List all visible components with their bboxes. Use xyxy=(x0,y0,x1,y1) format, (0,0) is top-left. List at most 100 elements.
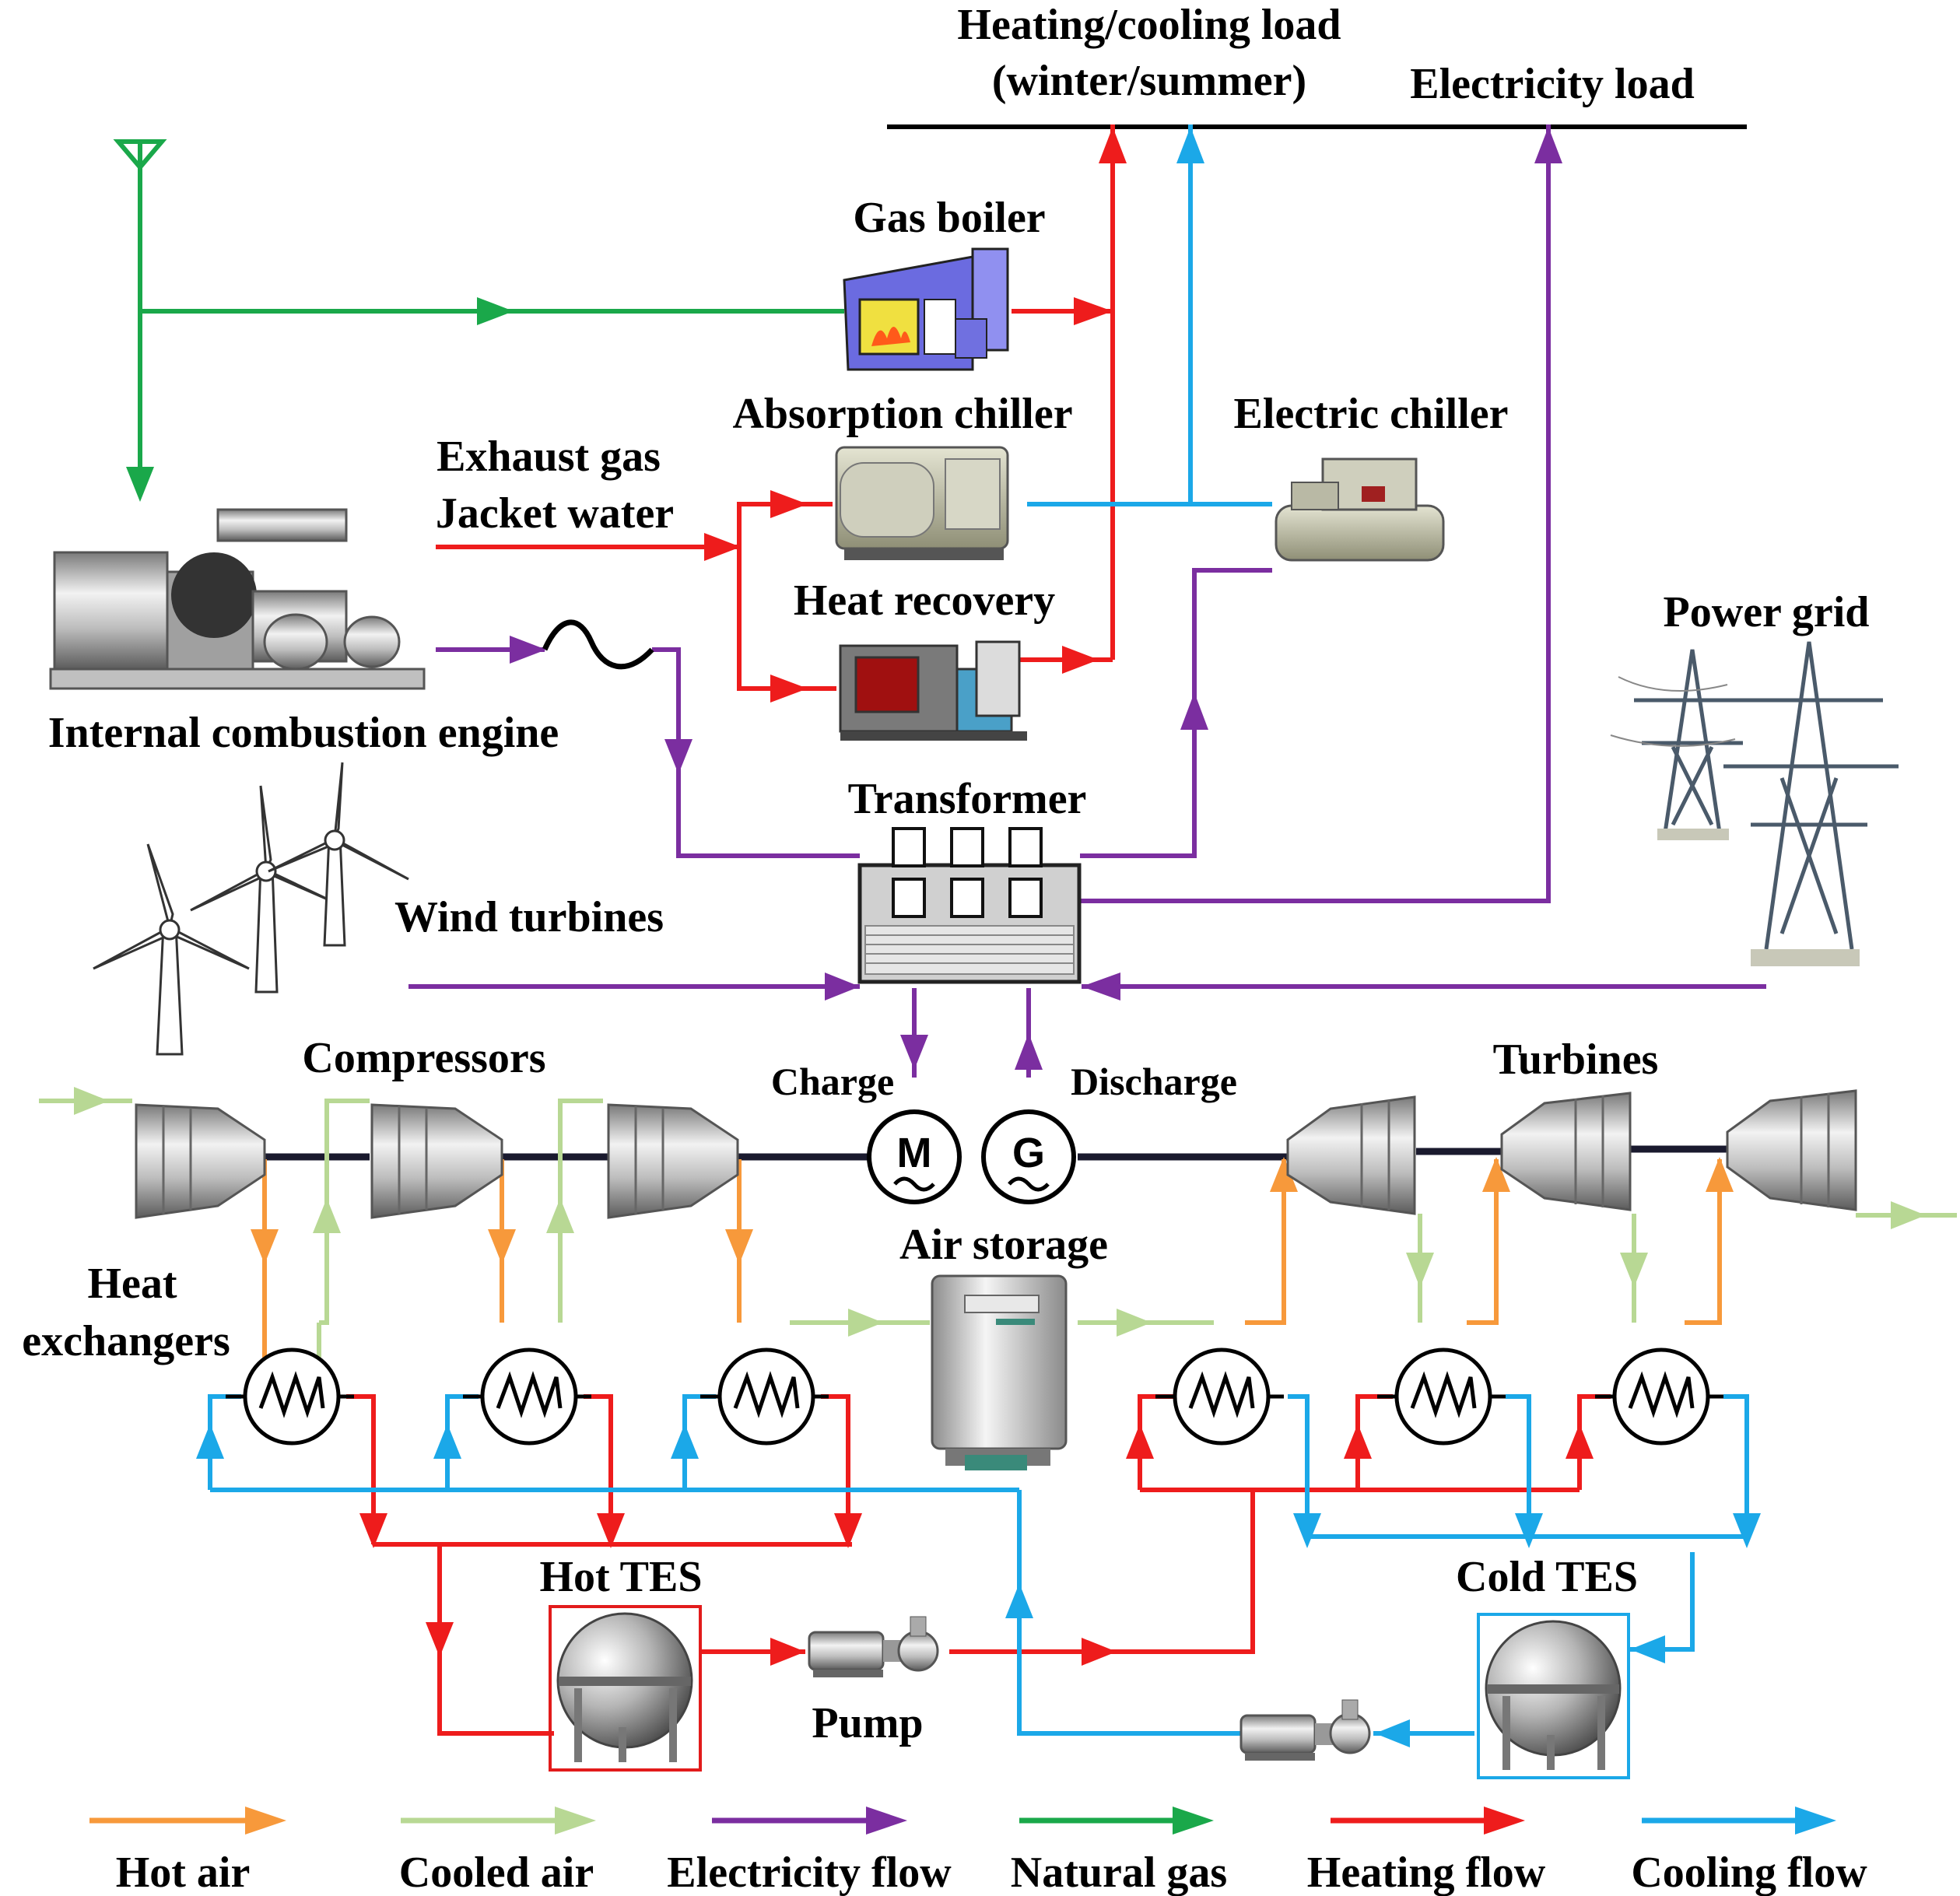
turbine-icon xyxy=(1286,1095,1416,1215)
transformer-icon xyxy=(857,827,1082,984)
heating-cooling-load-label: Heating/cooling load xyxy=(957,1,1341,49)
cooling-flow-arrow xyxy=(1293,1513,1321,1548)
electric-chiller-icon xyxy=(1275,457,1445,562)
motor-icon xyxy=(867,1109,962,1204)
compressors-label: Compressors xyxy=(302,1034,545,1082)
discharge-label: Discharge xyxy=(1071,1060,1237,1103)
heating-flow-arrow xyxy=(1344,1424,1372,1459)
cooling-flow-arrow xyxy=(1375,1719,1410,1747)
electricity-arrow xyxy=(825,973,860,1001)
heating-arrow xyxy=(1074,297,1113,325)
internal-combustion-engine-icon xyxy=(49,508,426,690)
generator-symbol: G xyxy=(1012,1130,1045,1176)
electricity-load-label: Electricity load xyxy=(1410,60,1694,108)
heat-exchangers xyxy=(226,1323,1723,1446)
electricity-arrow xyxy=(900,1035,928,1070)
hot-tes-tank-icon xyxy=(556,1612,693,1762)
electricity-arrow xyxy=(510,636,546,664)
generator-waveform-icon xyxy=(542,619,654,670)
electricity-arrow xyxy=(664,739,692,774)
heating-flow-arrow xyxy=(1082,1638,1117,1666)
heating-flow-arrow xyxy=(1566,1424,1594,1459)
legend-label-natural-gas: Natural gas xyxy=(1011,1849,1227,1896)
heating-arrow xyxy=(770,675,808,703)
heat-exchanger-icon xyxy=(1155,1348,1284,1446)
legend-label-hot-air: Hot air xyxy=(116,1849,251,1896)
cooling-flow-arrow xyxy=(1630,1635,1665,1663)
hot-air-arrow xyxy=(725,1229,753,1264)
generator-icon xyxy=(981,1109,1076,1204)
cooled-air-arrow xyxy=(1620,1253,1648,1288)
heating-flow-lines xyxy=(346,1394,1611,1736)
shaft-lines xyxy=(265,1145,1727,1161)
cooled-air-arrow xyxy=(546,1198,574,1233)
internal-combustion-engine-label: Internal combustion engine xyxy=(48,709,559,757)
natural-gas-arrow xyxy=(477,297,514,325)
power-grid-label: Power grid xyxy=(1664,588,1870,636)
cooled-air-arrow xyxy=(1891,1201,1926,1229)
motor-symbol: M xyxy=(897,1130,932,1176)
cooled-air-arrow xyxy=(313,1198,341,1233)
heat-exchangers-label-line2: exchangers xyxy=(22,1317,230,1365)
turbines-label: Turbines xyxy=(1493,1036,1659,1084)
cooling-flow-arrow xyxy=(1733,1513,1761,1548)
turbine-icon xyxy=(1500,1092,1632,1211)
wind-turbines-label: Wind turbines xyxy=(394,893,664,941)
gas-source-icon xyxy=(113,139,167,171)
heating-arrow xyxy=(1099,127,1127,163)
hot-tes-label: Hot TES xyxy=(539,1553,702,1601)
hot-air-arrow xyxy=(1482,1157,1510,1192)
heat-recovery-icon xyxy=(839,640,1027,741)
legend-label-electricity-flow: Electricity flow xyxy=(667,1849,952,1896)
transformer-label: Transformer xyxy=(848,775,1087,823)
cooled-air-arrow xyxy=(848,1309,883,1337)
heat-recovery-label: Heat recovery xyxy=(794,577,1055,625)
cooling-flow-arrow xyxy=(671,1424,699,1459)
heat-exchanger-icon xyxy=(463,1348,591,1446)
cooling-flow-arrow xyxy=(196,1424,224,1459)
cold-tes-label: Cold TES xyxy=(1456,1553,1638,1601)
cooling-flow-arrow xyxy=(433,1424,461,1459)
charge-label: Charge xyxy=(771,1060,894,1103)
electric-chiller-label: Electric chiller xyxy=(1234,390,1509,438)
cold-tes-tank-icon xyxy=(1485,1620,1622,1770)
natural-gas-arrow xyxy=(126,467,154,502)
exhaust-gas-label: Exhaust gas xyxy=(437,433,661,481)
electricity-arrow xyxy=(1082,973,1120,1001)
cooling-arrow xyxy=(1176,127,1204,163)
heating-arrow xyxy=(770,490,808,518)
compressor-icon xyxy=(135,1103,266,1219)
heating-flow-arrow xyxy=(359,1513,387,1548)
absorption-chiller-label: Absorption chiller xyxy=(732,390,1072,438)
hot-air-arrow xyxy=(251,1229,279,1264)
absorption-chiller-icon xyxy=(835,446,1009,560)
cooling-flow-arrow xyxy=(1005,1583,1033,1618)
cooling-flow-arrow xyxy=(1515,1513,1543,1548)
heat-exchanger-icon xyxy=(1377,1348,1506,1446)
wind-turbines-icon xyxy=(93,762,409,1056)
heat-exchangers-label: Heat xyxy=(87,1260,177,1308)
hot-tes-frame xyxy=(549,1605,702,1772)
heat-exchanger-icon xyxy=(1595,1348,1723,1446)
turbine-icon xyxy=(1726,1089,1857,1211)
hot-air-arrow xyxy=(1270,1157,1298,1192)
cooled-air-arrow xyxy=(1406,1253,1434,1288)
electricity-arrow xyxy=(1534,127,1562,163)
gas-boiler-icon xyxy=(843,247,1009,371)
air-storage-label: Air storage xyxy=(899,1221,1108,1269)
air-storage-tank-icon xyxy=(931,1274,1068,1470)
electricity-arrow xyxy=(1015,1033,1043,1070)
cold-pump-icon xyxy=(1239,1699,1371,1761)
legend-label-cooling-flow: Cooling flow xyxy=(1631,1849,1867,1896)
compressor-icon xyxy=(370,1103,503,1219)
legend-arrows xyxy=(89,1807,1836,1835)
heating-arrow xyxy=(1062,646,1099,674)
cooled-air-arrow xyxy=(74,1087,109,1115)
cooled-air-arrow xyxy=(1117,1309,1152,1337)
cooling-supply-lines xyxy=(1027,124,1272,506)
heating-flow-arrow xyxy=(426,1622,454,1657)
heat-exchanger-icon xyxy=(700,1348,829,1446)
gas-boiler-label: Gas boiler xyxy=(853,194,1045,242)
hot-air-arrow xyxy=(488,1229,516,1264)
